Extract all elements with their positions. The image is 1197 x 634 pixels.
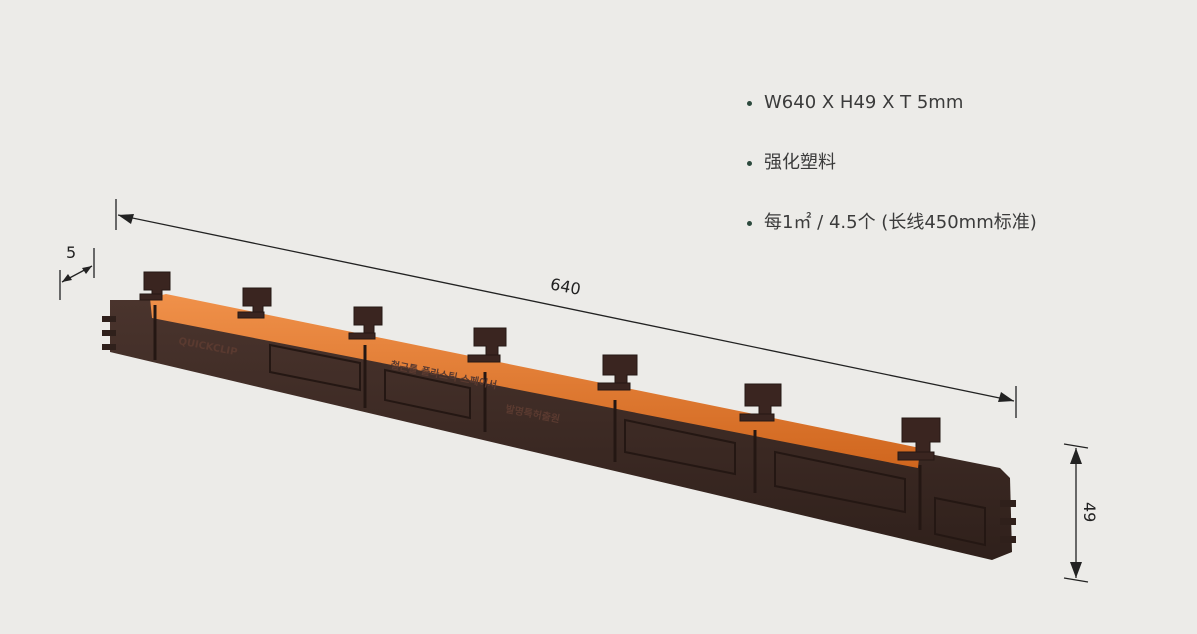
spec-text: 每1㎡ / 4.5个 (长线450mm标准)	[764, 212, 1037, 233]
spec-list: W640 X H49 X T 5mm 强化塑料 每1㎡ / 4.5个 (长线45…	[746, 88, 1037, 268]
clip	[139, 271, 171, 301]
height-label: 49	[1080, 502, 1099, 522]
spec-text: W640 X H49 X T 5mm	[764, 92, 964, 113]
bullet-icon	[747, 101, 752, 106]
embossed-panels	[269, 343, 986, 547]
thickness-dimension	[59, 248, 95, 300]
length-dimension	[115, 199, 1017, 418]
reinforcement-rod	[150, 294, 920, 468]
clip	[467, 327, 507, 363]
clips	[139, 271, 941, 461]
clip	[739, 383, 782, 422]
clip	[237, 287, 272, 319]
vertical-ribs	[153, 305, 922, 530]
thickness-label: 5	[66, 243, 76, 262]
clip	[897, 417, 941, 461]
left-end-teeth	[102, 316, 116, 350]
right-end-teeth	[1000, 500, 1016, 543]
spacer-body	[110, 300, 1012, 560]
clip	[597, 354, 638, 391]
clip	[348, 306, 383, 340]
bullet-icon	[747, 161, 752, 166]
spec-text: 强化塑料	[764, 152, 836, 173]
height-dimension	[1063, 443, 1089, 583]
spacer-bar: QUICKCLIP 철근틀 플라스틱 스페이서 발명특허출원	[102, 294, 1016, 560]
spec-item-quantity: 每1㎡ / 4.5个 (长线450mm标准)	[746, 208, 1037, 238]
length-label: 640	[549, 274, 583, 298]
spec-item-material: 强化塑料	[746, 148, 1037, 178]
spec-item-size: W640 X H49 X T 5mm	[746, 88, 1037, 118]
bullet-icon	[747, 221, 752, 226]
